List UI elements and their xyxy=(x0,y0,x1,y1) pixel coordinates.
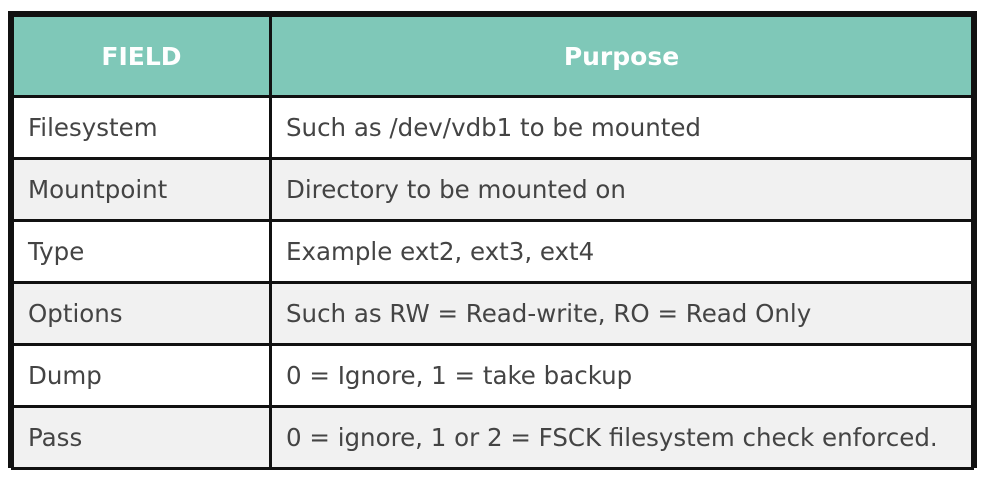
field-cell: Options xyxy=(11,281,272,346)
field-cell: Type xyxy=(11,219,272,284)
header-row: FIELD Purpose xyxy=(11,14,974,98)
table-row: Filesystem Such as /dev/vdb1 to be mount… xyxy=(11,95,974,160)
purpose-cell: Such as RW = Read-write, RO = Read Only xyxy=(269,281,974,346)
header-field: FIELD xyxy=(11,14,272,98)
table-row: Mountpoint Directory to be mounted on xyxy=(11,157,974,222)
purpose-cell: 0 = ignore, 1 or 2 = FSCK filesystem che… xyxy=(269,405,974,470)
table-row: Dump 0 = Ignore, 1 = take backup xyxy=(11,343,974,408)
table-row: Type Example ext2, ext3, ext4 xyxy=(11,219,974,284)
table-body: Filesystem Such as /dev/vdb1 to be mount… xyxy=(11,95,974,470)
purpose-cell: 0 = Ignore, 1 = take backup xyxy=(269,343,974,408)
field-cell: Pass xyxy=(11,405,272,470)
field-cell: Mountpoint xyxy=(11,157,272,222)
purpose-cell: Example ext2, ext3, ext4 xyxy=(269,219,974,284)
header-purpose: Purpose xyxy=(269,14,974,98)
fstab-fields-table-container: FIELD Purpose Filesystem Such as /dev/vd… xyxy=(8,11,977,470)
purpose-cell: Directory to be mounted on xyxy=(269,157,974,222)
table-row: Options Such as RW = Read-write, RO = Re… xyxy=(11,281,974,346)
field-cell: Dump xyxy=(11,343,272,408)
fstab-fields-table: FIELD Purpose Filesystem Such as /dev/vd… xyxy=(11,14,974,470)
purpose-cell: Such as /dev/vdb1 to be mounted xyxy=(269,95,974,160)
field-cell: Filesystem xyxy=(11,95,272,160)
table-header: FIELD Purpose xyxy=(11,14,974,98)
table-row: Pass 0 = ignore, 1 or 2 = FSCK filesyste… xyxy=(11,405,974,470)
